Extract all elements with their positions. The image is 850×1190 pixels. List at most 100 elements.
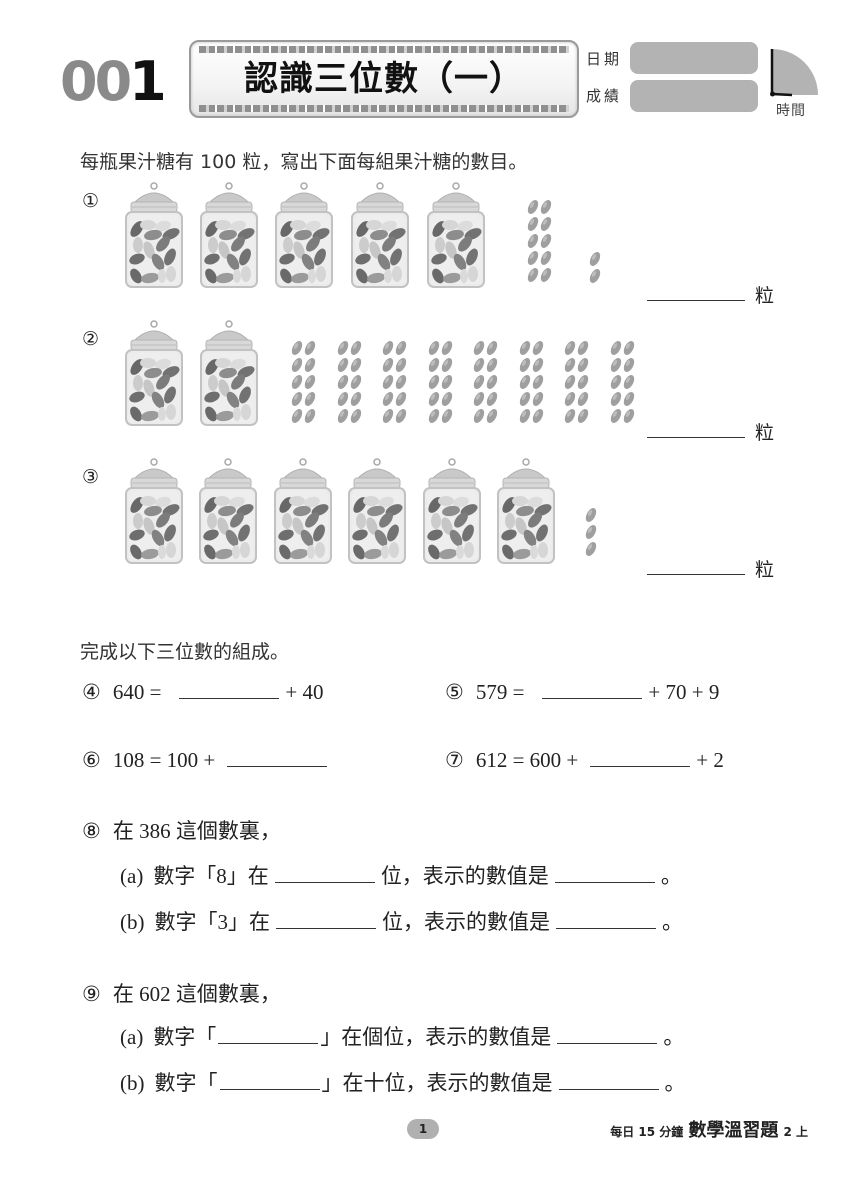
answer-blank-4[interactable] bbox=[179, 678, 280, 699]
unit-label: 粒 bbox=[755, 423, 775, 444]
answer-blank-9a-digit[interactable] bbox=[218, 1023, 319, 1044]
candy-jar-icon bbox=[423, 458, 481, 564]
question-6: ⑥ 108 = 100 + bbox=[82, 746, 333, 773]
question-9a: (a) 數字「 」在個位，表示的數值是 。 bbox=[120, 1021, 684, 1051]
question-number: ⑧ bbox=[82, 819, 101, 843]
question-8b: (b)數字「3」在位，表示的數值是。 bbox=[120, 906, 683, 936]
part-text: 位，表示的數值是 bbox=[380, 864, 549, 888]
question-9b: (b)數字「」在十位，表示的數值是。 bbox=[120, 1067, 686, 1097]
equation-right: + 70 + 9 bbox=[648, 680, 720, 704]
single-beans-icon bbox=[585, 506, 597, 558]
part-text: 位，表示的數值是 bbox=[382, 910, 550, 934]
answer-blank-9a-value[interactable] bbox=[557, 1023, 658, 1044]
grade-label: 2 上 bbox=[783, 1125, 808, 1139]
ten-beans-icon bbox=[473, 339, 499, 425]
equation-left: 612 = 600 + bbox=[475, 748, 579, 772]
answer-blank-2[interactable] bbox=[647, 420, 745, 438]
question-number: ⑨ bbox=[82, 982, 101, 1006]
brand-title: 數學溫習題 bbox=[688, 1120, 779, 1141]
time-label: 時間 bbox=[776, 103, 806, 119]
candy-jar-icon bbox=[125, 182, 183, 288]
answer-blank-6[interactable] bbox=[227, 746, 328, 767]
candy-jar-icon bbox=[497, 458, 555, 564]
ten-beans-icon bbox=[519, 339, 545, 425]
ten-beans-icon bbox=[337, 339, 363, 425]
answer-blank-8b-place[interactable] bbox=[276, 908, 376, 929]
problem-1-number: ① bbox=[82, 190, 100, 212]
section2-instruction: 完成以下三位數的組成。 bbox=[80, 641, 290, 663]
unit-label: 粒 bbox=[755, 560, 775, 581]
ten-beans-icon bbox=[291, 339, 316, 425]
lesson-number-digit: 1 bbox=[129, 50, 167, 113]
single-beans-icon bbox=[589, 250, 601, 285]
problem-3-number: ③ bbox=[82, 466, 100, 488]
question-number: ⑦ bbox=[445, 748, 464, 772]
part-label: (a) bbox=[120, 864, 144, 888]
part-text: 數字「8」在 bbox=[153, 864, 269, 888]
candy-jar-icon bbox=[348, 458, 406, 564]
ten-beans-icon bbox=[610, 339, 636, 425]
answer-blank-8a-place[interactable] bbox=[274, 862, 375, 883]
equation-right: + 2 bbox=[696, 748, 724, 772]
ten-beans-icon bbox=[382, 339, 408, 425]
equation-left: 640 = bbox=[112, 680, 162, 704]
part-text: 」在個位，表示的數值是 bbox=[320, 1025, 552, 1049]
candy-jar-icon bbox=[199, 458, 257, 564]
question-5: ⑤ 579 = + 70 + 9 bbox=[445, 678, 719, 705]
question-8a: (a) 數字「8」在 位，表示的數值是 。 bbox=[120, 860, 682, 890]
clock-icon bbox=[770, 49, 818, 97]
unit-label: 粒 bbox=[755, 286, 775, 307]
question-4: ④ 640 = + 40 bbox=[82, 678, 324, 705]
question-9-stem: ⑨ 在 602 這個數裏， bbox=[82, 978, 281, 1008]
part-label: (b) bbox=[120, 1071, 145, 1095]
candy-jar-icon bbox=[275, 182, 333, 288]
answer-blank-7[interactable] bbox=[590, 746, 691, 767]
tens-group-row bbox=[291, 339, 651, 427]
answer-blank-5[interactable] bbox=[542, 678, 643, 699]
period: 。 bbox=[663, 1025, 685, 1049]
answer-blank-9b-value[interactable] bbox=[558, 1069, 659, 1090]
part-label: (b) bbox=[120, 910, 145, 934]
question-stem: 在 602 這個數裏， bbox=[112, 982, 281, 1006]
answer-blank-1[interactable] bbox=[647, 283, 745, 301]
part-text: 數字「 bbox=[153, 1025, 217, 1049]
brand-subtitle: 每日 15 分鐘 bbox=[610, 1125, 684, 1139]
date-label: 日期 bbox=[586, 50, 623, 68]
question-7: ⑦ 612 = 600 + + 2 bbox=[445, 746, 724, 773]
ten-beans-icon bbox=[564, 339, 590, 425]
ten-beans-icon bbox=[527, 198, 552, 284]
answer-blank-9b-digit[interactable] bbox=[219, 1069, 320, 1090]
part-label: (a) bbox=[120, 1025, 144, 1049]
candy-jar-icon bbox=[125, 320, 183, 426]
page-title: 認識三位數（一） bbox=[244, 59, 524, 99]
problem-2-number: ② bbox=[82, 328, 100, 350]
section1-instruction: 每瓶果汁糖有 100 粒，寫出下面每組果汁糖的數目。 bbox=[80, 151, 528, 173]
answer-blank-8a-value[interactable] bbox=[554, 862, 655, 883]
title-banner: 認識三位數（一） bbox=[189, 40, 579, 118]
candy-jar-icon bbox=[427, 182, 485, 288]
candy-jar-icon bbox=[200, 320, 258, 426]
book-brand: 每日 15 分鐘 數學溫習題 2 上 bbox=[610, 1116, 808, 1142]
question-number: ⑤ bbox=[445, 680, 464, 704]
equation-right: + 40 bbox=[285, 680, 324, 704]
ten-beans-icon bbox=[428, 339, 454, 425]
part-text: 」在十位，表示的數值是 bbox=[321, 1071, 553, 1095]
lesson-number: 001 bbox=[60, 50, 167, 113]
period: 。 bbox=[660, 864, 682, 888]
question-number: ④ bbox=[82, 680, 101, 704]
part-text: 數字「 bbox=[154, 1071, 218, 1095]
equation-left: 108 = 100 + bbox=[112, 748, 216, 772]
candy-jar-icon bbox=[274, 458, 332, 564]
part-text: 數字「3」在 bbox=[154, 910, 271, 934]
date-field[interactable] bbox=[630, 42, 758, 74]
banner-stripe-top bbox=[199, 46, 569, 53]
answer-blank-8b-value[interactable] bbox=[556, 908, 656, 929]
answer-blank-3[interactable] bbox=[647, 557, 745, 575]
page-number-badge: 1 bbox=[407, 1119, 439, 1139]
score-field[interactable] bbox=[630, 80, 758, 112]
equation-left: 579 = bbox=[475, 680, 525, 704]
banner-stripe-bottom bbox=[199, 105, 569, 112]
question-number: ⑥ bbox=[82, 748, 101, 772]
score-label: 成績 bbox=[586, 87, 623, 105]
